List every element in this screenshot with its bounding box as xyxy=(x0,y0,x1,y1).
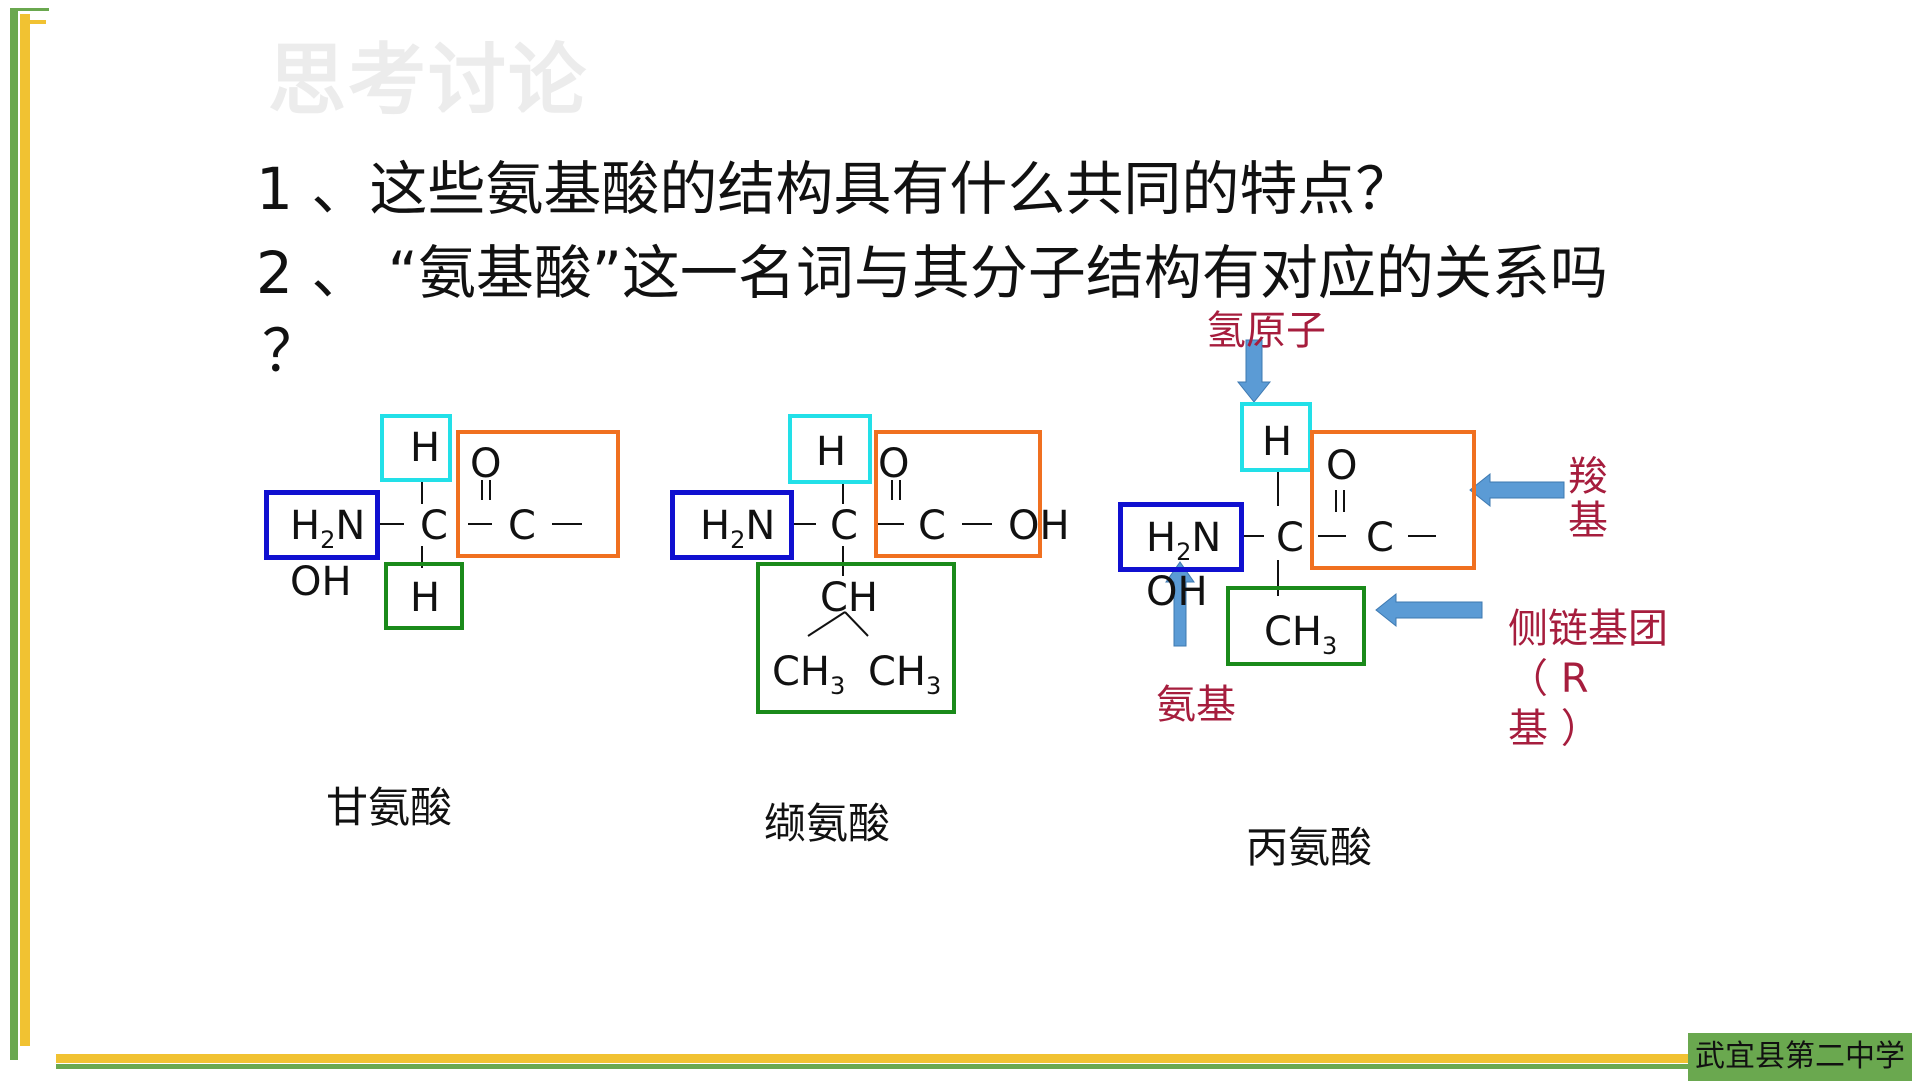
carboxyl-box xyxy=(1310,430,1476,570)
bond-line xyxy=(844,611,869,637)
atom-h: H xyxy=(410,425,441,471)
frame-top-corner-inner xyxy=(20,20,46,34)
r-group-box xyxy=(1226,586,1366,666)
atom-h: H xyxy=(410,575,441,621)
label-side-chain-2: （ R xyxy=(1508,656,1589,702)
question-2: 2 、 “氨基酸”这一名词与其分子结构有对应的关系吗 xyxy=(256,239,1608,307)
question-2-continuation: ？ xyxy=(262,317,321,385)
arrow-down-icon xyxy=(1236,339,1272,403)
atom-o: O xyxy=(878,441,910,487)
arrow-left-icon xyxy=(1469,472,1565,508)
watermark-title: 思考讨论 xyxy=(268,36,589,126)
atom-c: C xyxy=(420,503,448,549)
label-carboxyl-2: 基 xyxy=(1568,498,1608,544)
label-side-chain-1: 侧链基团 xyxy=(1508,606,1668,652)
question-1: 1 、这些氨基酸的结构具有什么共同的特点？ xyxy=(256,155,1414,223)
carboxyl-box xyxy=(456,430,620,558)
atom-c: C xyxy=(1276,515,1304,561)
molecule-name-alanine: 丙氨酸 xyxy=(1246,823,1373,872)
atom-o: O xyxy=(1326,443,1358,489)
label-carboxyl-1: 羧 xyxy=(1568,454,1608,500)
molecule-name-glycine: 甘氨酸 xyxy=(326,783,453,832)
atom-oh: OH xyxy=(1146,569,1208,615)
arrow-up-icon xyxy=(1165,561,1195,647)
r-group-box xyxy=(384,562,464,630)
atom-ch3: CH3 xyxy=(1264,609,1338,660)
atom-oh: OH xyxy=(1008,503,1070,549)
molecule-name-valine: 缬氨酸 xyxy=(764,799,891,848)
atom-nh2: H2N xyxy=(290,503,366,554)
frame-left-yellow xyxy=(20,14,30,1046)
bond-line xyxy=(807,611,846,637)
frame-top-corner xyxy=(10,8,49,25)
atom-nh2: H2N xyxy=(1146,515,1222,566)
atom-ch3: CH3 xyxy=(772,649,846,700)
atom-o: O xyxy=(470,441,502,487)
atom-c: C xyxy=(830,503,858,549)
school-badge: 武宜县第二中学 xyxy=(1688,1033,1912,1081)
atom-c: C xyxy=(918,503,946,549)
label-hydrogen-atom: 氢原子 xyxy=(1206,308,1326,354)
atom-nh2: H2N xyxy=(700,503,776,554)
atom-c: C xyxy=(1366,515,1394,561)
atom-h: H xyxy=(1262,419,1293,465)
label-side-chain-3: 基 ） xyxy=(1508,706,1601,752)
frame-bottom-green xyxy=(56,1064,1696,1069)
amino-box xyxy=(264,490,380,560)
r-group-box xyxy=(756,562,956,714)
amino-box xyxy=(670,490,794,560)
frame-left-green xyxy=(10,8,18,1060)
atom-ch: CH xyxy=(820,575,879,621)
atom-h: H xyxy=(816,429,847,475)
label-amino: 氨基 xyxy=(1156,682,1236,728)
hydrogen-box xyxy=(380,414,452,482)
atom-ch3: CH3 xyxy=(868,649,942,700)
hydrogen-box xyxy=(788,414,872,484)
atom-c: C xyxy=(508,503,536,549)
carboxyl-box xyxy=(874,430,1042,558)
atom-oh: OH xyxy=(290,559,352,605)
arrow-left-icon xyxy=(1375,592,1483,628)
frame-bottom-yellow xyxy=(56,1054,1696,1063)
amino-box xyxy=(1118,502,1244,572)
